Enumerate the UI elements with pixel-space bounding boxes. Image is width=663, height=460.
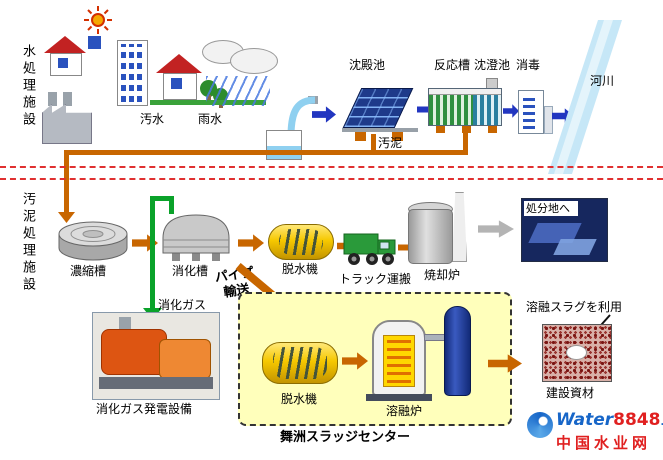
- incinerator-label: 焼却炉: [424, 268, 461, 282]
- disinfection-label: 消毒: [516, 58, 541, 72]
- disinfection-annex: [544, 106, 553, 134]
- melting-furnace-label: 溶融炉: [386, 404, 423, 418]
- construction-material-label: 建設資材: [546, 386, 595, 400]
- house-roof-icon-2: [156, 54, 202, 73]
- incinerator-chimney-icon: [452, 192, 467, 262]
- gas-pipe-top: [150, 196, 174, 201]
- disposal-photo: 処分地へ: [521, 198, 608, 262]
- maishima-dewaterer-label: 脱水機: [281, 392, 318, 406]
- reaction-tank-label: 反応槽: [434, 58, 471, 72]
- factory-chimney-icon-1: [48, 92, 57, 106]
- river-label: 河川: [590, 74, 615, 88]
- house-window-icon-1: [58, 58, 68, 68]
- cloud-icon-2: [230, 48, 278, 74]
- furnace-core: [383, 335, 415, 387]
- digester-label: 消化槽: [172, 264, 209, 278]
- water8848-logo: [527, 412, 553, 438]
- pour-spout-icon: [287, 96, 318, 137]
- gas-pipe-left: [150, 196, 155, 310]
- house-window-icon-2: [171, 78, 182, 89]
- sludge-pipe-v3: [64, 150, 69, 212]
- settling-stripes: [473, 95, 501, 125]
- reaction-tank-icon: [428, 88, 502, 126]
- sludge-pipe-v2: [463, 126, 468, 153]
- sludge-facility-vertical-label: 汚泥処理施設: [20, 192, 35, 294]
- reaction-stripes: [429, 95, 473, 125]
- tank-top-strip: [429, 89, 501, 95]
- watermark-brand: Water 8848 .com: [556, 410, 663, 430]
- dewaterer-coil: [279, 229, 323, 255]
- maishima-dewaterer-coil: [273, 347, 327, 379]
- sedimentation-pond-icon: [342, 88, 414, 128]
- slag-use-label: 溶融スラグを利用: [526, 300, 623, 314]
- disinfection-building-icon: [518, 90, 544, 134]
- water-facility-vertical-label: 水処理施設: [20, 44, 35, 129]
- divider-dashed-line-2: [0, 178, 663, 180]
- receiving-tank-icon: [266, 130, 302, 160]
- dewaterer-icon: [268, 224, 334, 260]
- disposal-pond-shape-2: [553, 239, 597, 255]
- factory-chimney-icon-2: [63, 92, 72, 106]
- rain-icon: [206, 76, 270, 106]
- furnace-base: [366, 394, 432, 401]
- sludge-pipe-v1: [371, 134, 376, 153]
- gas-pipe-right: [169, 196, 174, 214]
- disposal-label: 処分地へ: [526, 202, 570, 215]
- disposal-flow-arrow: [478, 220, 514, 238]
- apartment-building-icon: [117, 40, 148, 106]
- power-base-shape: [99, 377, 213, 389]
- melting-furnace-icon: [372, 320, 426, 396]
- power-engine-shape-2: [159, 339, 211, 379]
- watermark-com: .com: [660, 417, 663, 428]
- maishima-dewaterer-icon: [262, 342, 338, 384]
- furnace-coil: [387, 339, 411, 383]
- watermark-water: Water: [556, 410, 614, 430]
- sludge-pipe-h: [64, 150, 468, 155]
- truck-icon: [343, 233, 396, 265]
- divider-dashed-line-1: [0, 166, 663, 168]
- tank-leg-1: [436, 126, 445, 133]
- pond-base: [342, 128, 418, 132]
- watermark-chinese: 中国水业网: [556, 434, 652, 452]
- thickener-icon: [58, 221, 128, 261]
- furnace-pipe: [424, 334, 446, 341]
- sludge-label: 汚泥: [378, 136, 403, 150]
- pond-leg-2: [392, 132, 403, 141]
- blue-window-icon: [88, 36, 101, 49]
- rainwater-label: 雨水: [198, 112, 223, 126]
- power-engine-shape-1: [101, 329, 167, 375]
- slag-blob: [566, 345, 587, 360]
- sedimentation-pond-label: 沈殿池: [349, 58, 386, 72]
- house-roof-icon-1: [44, 36, 86, 53]
- maishima-center-label: 舞洲スラッジセンター: [280, 430, 411, 445]
- digester-icon: [162, 214, 230, 261]
- quench-tower-icon: [444, 306, 471, 396]
- tank-leg-3: [488, 126, 497, 133]
- disposal-label-strip: 処分地へ: [524, 201, 578, 216]
- gas-power-photo: [92, 312, 220, 400]
- incinerator-icon: [408, 209, 453, 264]
- watermark-8848: 8848: [613, 410, 661, 430]
- factory-icon: [42, 104, 92, 144]
- sun-icon: [84, 6, 112, 34]
- sludge-flow-arrow-2: [238, 234, 264, 252]
- construction-material-photo: [542, 324, 612, 382]
- truck-label: トラック運搬: [339, 272, 412, 286]
- river-icon: [548, 20, 622, 174]
- water-flow-arrow-3: [503, 104, 519, 118]
- sludge-pipe-arrowhead: [58, 212, 75, 223]
- disinfection-windows: [523, 96, 535, 129]
- building-windows-pattern: [121, 44, 144, 102]
- sewage-label: 汚水: [140, 112, 165, 126]
- dewaterer-label: 脱水機: [282, 262, 319, 276]
- pond-leg-1: [355, 132, 366, 141]
- digestion-gas-label: 消化ガス: [158, 298, 207, 312]
- thickener-label: 濃縮槽: [70, 264, 107, 278]
- gas-power-label: 消化ガス発電設備: [96, 402, 193, 416]
- settling-pond-label: 沈澄池: [474, 58, 511, 72]
- power-pipe-shape: [119, 317, 131, 331]
